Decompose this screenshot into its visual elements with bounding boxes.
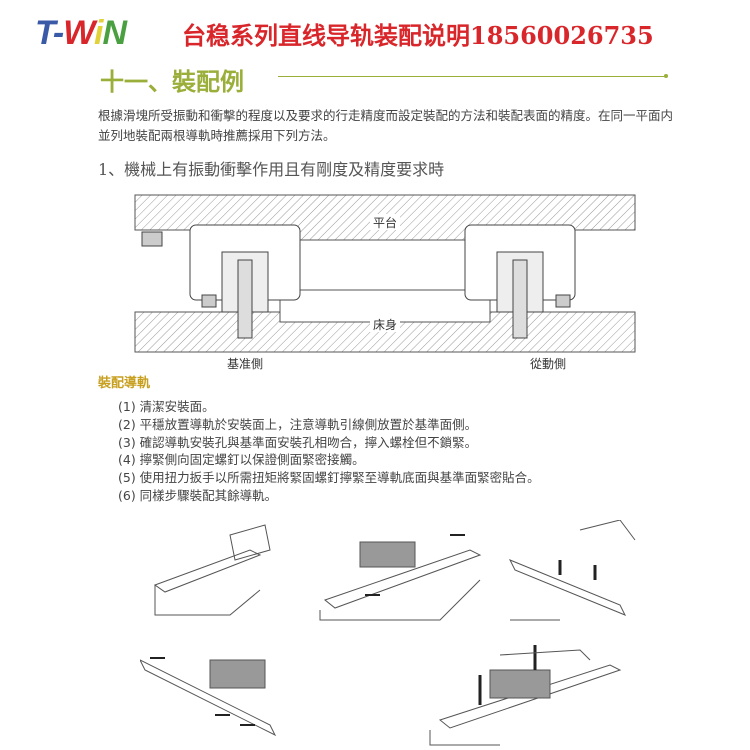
illustration-step-2: [319, 534, 482, 621]
illustration-step-4: [140, 657, 277, 737]
logo-dash: -: [52, 14, 64, 52]
illustration-step-3: [508, 520, 636, 621]
right-block: [464, 224, 576, 339]
assembly-title: 裝配導軌: [98, 376, 151, 391]
logo-i: i: [94, 14, 104, 52]
logo-t: T: [35, 14, 54, 52]
step-item: (1) 清潔安裝面。: [118, 399, 215, 414]
step-item: (2) 平穩放置導軌於安裝面上，注意導軌引線側放置於基準面側。: [118, 416, 478, 432]
platform-label: 平台: [373, 215, 397, 230]
assembly-illustrations: [140, 520, 636, 746]
driven-side-label: 從動側: [530, 357, 566, 371]
reference-side-label: 基准側: [227, 357, 263, 371]
step-item: (6) 同樣步驟裝配其餘導軌。: [118, 487, 278, 503]
page-title: 台稳系列直线导轨装配说明18560026735: [182, 21, 654, 50]
heading-rule: [278, 76, 666, 77]
twin-logo: T-WiN: [35, 14, 127, 53]
subheading: 1、機械上有振動衝擊作用且有剛度及精度要求時: [98, 160, 445, 179]
left-block: [141, 224, 301, 339]
illustration-step-5: [429, 645, 622, 746]
rail-assembly-diagram: 平台 床身 基准側 從動側: [134, 194, 636, 371]
section-heading: 十一、裝配例: [100, 68, 244, 96]
logo-n: N: [102, 14, 127, 52]
intro-paragraph: 根據滑塊所受振動和衝擊的程度以及要求的行走精度而設定裝配的方法和裝配表面的精度。…: [98, 108, 674, 143]
illustration-step-1: [153, 524, 271, 616]
logo-w: W: [63, 14, 95, 52]
heading-rule-dot: [664, 74, 668, 78]
assembly-steps: (1) 清潔安裝面。 (2) 平穩放置導軌於安裝面上，注意導軌引線側放置於基準面…: [118, 398, 540, 505]
step-item: (5) 使用扭力扳手以所需扭矩將緊固螺釘擰緊至導軌底面與基準面緊密貼合。: [118, 470, 540, 486]
step-item: (4) 擰緊側向固定螺釘以保證側面緊密接觸。: [118, 452, 365, 468]
step-item: (3) 確認導軌安裝孔與基準面安裝孔相吻合，擰入螺栓但不鎖緊。: [118, 434, 478, 450]
bed-label: 床身: [373, 317, 397, 332]
